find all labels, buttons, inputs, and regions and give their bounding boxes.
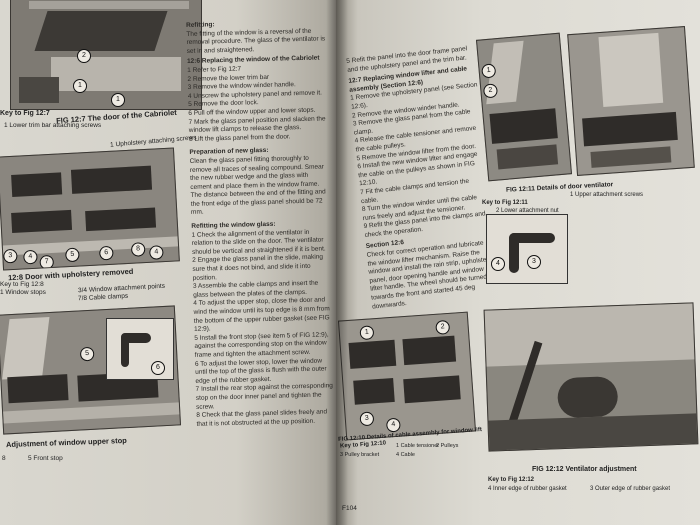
fig-12-9-inset: 6 xyxy=(106,318,174,380)
refitting-step-7: 7 Install the rear stop against the corr… xyxy=(195,382,333,411)
fig-12-7-item-2: 1 Upholstery attaching screws xyxy=(109,134,197,149)
callout-fig-12-10-3: 3 xyxy=(359,411,375,427)
fig-12-12-title: FIG 12:12 Ventilator adjustment xyxy=(532,466,637,473)
callout-fig-12-7-1a: 1 xyxy=(73,79,87,93)
refitting-paragraph-1: The fitting of the window is a reversal … xyxy=(186,27,326,55)
preparation-text: Clean the glass panel fitting thoroughly… xyxy=(189,154,326,217)
refitting-step-2: 2 Engage the glass panel in the slide, m… xyxy=(192,253,324,282)
fig-12-8-item-3: 7/8 Cable clamps xyxy=(77,292,129,303)
fig-12-8-item-1: 1 Window stops xyxy=(0,289,46,296)
right-closing: Check for correct operation and lubricat… xyxy=(366,239,493,311)
fig-12-12-inset: 4 3 xyxy=(486,214,568,284)
fig-12-12-item-2: 3 Outer edge of rubber gasket xyxy=(590,486,671,492)
right-page-number: F104 xyxy=(342,505,357,512)
fig-12-7-photo: 2 1 1 xyxy=(10,0,202,110)
book-gutter xyxy=(326,0,348,525)
fig-12-9-title: Adjustment of window upper stop xyxy=(5,435,127,450)
callout-fig-12-8-6: 6 xyxy=(98,245,114,261)
refitting-step-8: 8 Check that the glass panel slides free… xyxy=(196,408,328,428)
right-text-column: 5 Refit the panel into the door frame pa… xyxy=(346,45,500,312)
fig-12-11-item-2: 2 Lower attachment nut xyxy=(496,208,559,214)
callout-fig-12-8-3: 3 xyxy=(3,248,18,264)
callout-fig-12-10-1: 1 xyxy=(359,325,375,341)
callout-fig-12-8-8: 8 xyxy=(130,242,146,257)
fig-12-11-item-1: 1 Upper attachment screws xyxy=(570,192,644,198)
fig-12-10-item-1: 1 Cable tensioner xyxy=(396,443,440,449)
fig-12-7-key: Key to Fig 12:7 xyxy=(0,110,50,117)
fig-12-10-item-3: 3 Pulley bracket xyxy=(340,452,380,458)
callout-fig-12-8-4a: 4 xyxy=(149,245,164,260)
refitting-step-5: 5 Install the front stop (see item 5 of … xyxy=(194,331,329,359)
callout-fig-12-12-4: 4 xyxy=(491,257,505,271)
fig-12-10-item-4: 4 Cable xyxy=(396,452,415,458)
fig-12-12-photo xyxy=(483,302,699,452)
refitting-step-6: 6 To adjust the lower stop, lower the wi… xyxy=(194,357,327,385)
callout-fig-12-8-5: 5 xyxy=(65,247,80,263)
fig-12-10-photo: 1 2 3 4 xyxy=(337,311,477,441)
left-page: 2 1 1 Key to Fig 12:7 FIG 12:7 The door … xyxy=(0,0,338,525)
fig-12-12-item-1: 4 Inner edge of rubber gasket xyxy=(488,486,567,492)
fig-12-8-photo: 3 5 6 7 8 4 4 xyxy=(0,147,180,271)
fig-12-10-item-2: 2 Pulleys xyxy=(436,443,459,449)
left-text-column: Refitting: The fitting of the window is … xyxy=(186,18,337,429)
callout-fig-12-10-2: 2 xyxy=(435,319,451,335)
fig-12-11-photo-right xyxy=(567,26,695,176)
fig-12-11-photo-left: 1 2 xyxy=(475,32,573,182)
refitting-step-1: 1 Check the alignment of the ventilator … xyxy=(191,228,326,256)
right-page: 5 Refit the panel into the door frame pa… xyxy=(336,0,700,525)
refitting-step-4: 4 To adjust the upper stop, close the do… xyxy=(193,296,330,334)
fig-12-8-key: Key to Fig 12:8 xyxy=(0,281,44,288)
callout-fig-12-9-6: 6 xyxy=(151,361,165,375)
fig-12-11-key: Key to Fig 12:11 xyxy=(482,200,528,206)
callout-fig-12-7-2: 2 xyxy=(77,49,91,63)
fig-12-12-key: Key to Fig 12:12 xyxy=(488,477,535,483)
callout-fig-12-8-4b: 4 xyxy=(23,249,38,265)
callout-fig-12-12-3: 3 xyxy=(527,255,541,269)
fig-12-7-item-1: 1 Lower trim bar attaching screws xyxy=(4,122,102,129)
callout-fig-12-8-7: 7 xyxy=(39,254,55,270)
left-page-number: 8 xyxy=(2,455,6,462)
callout-fig-12-10-4: 4 xyxy=(385,417,401,433)
callout-fig-12-9-5: 5 xyxy=(79,346,95,362)
callout-fig-12-7-1b: 1 xyxy=(111,93,125,107)
fig-12-9-item: 5 Front stop xyxy=(28,455,63,462)
